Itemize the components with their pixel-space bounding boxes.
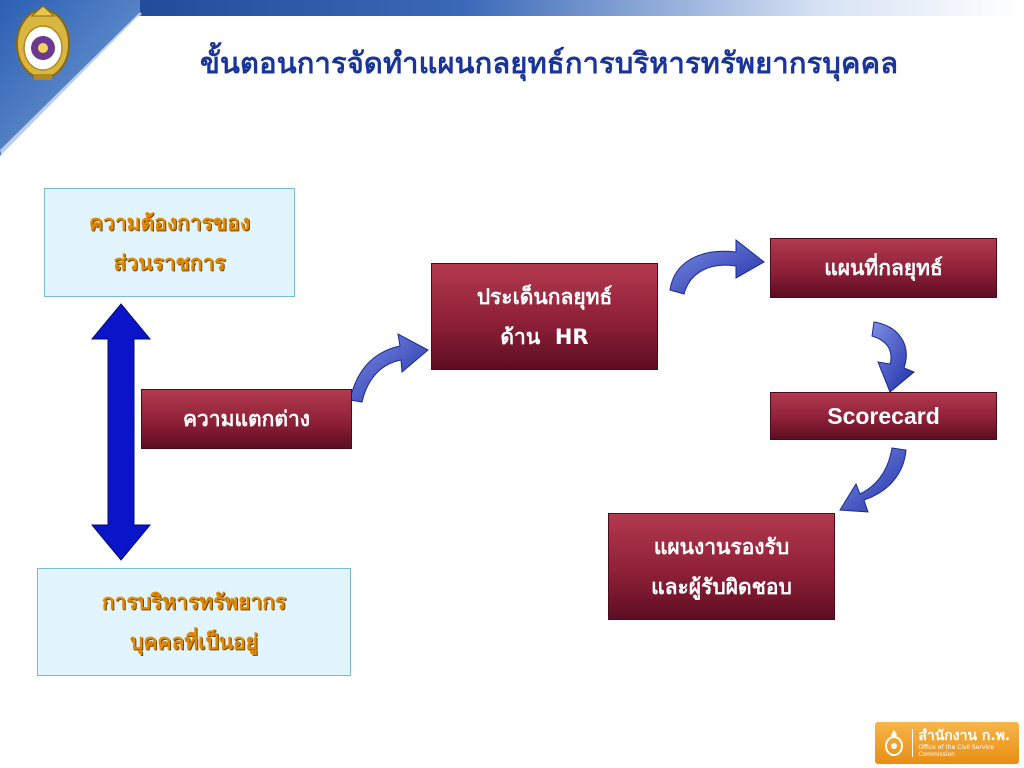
node-agency-needs-line-2: ส่วนราชการ <box>113 250 226 275</box>
footer-org-name: สำนักงาน ก.พ. <box>918 728 1011 744</box>
node-agency-needs-line-1: ความต้องการของ <box>89 210 250 235</box>
node-action-plan: แผนงานรองรับ และผู้รับผิดชอบ <box>608 513 835 620</box>
node-gap-label: ความแตกต่าง <box>182 407 311 431</box>
ocsc-emblem-icon <box>881 728 907 758</box>
footer-logo: สำนักงาน ก.พ. Office of the Civil Servic… <box>875 722 1019 764</box>
node-current-hrm: การบริหารทรัพยากร บุคคลที่เป็นอยู่ <box>37 568 351 676</box>
node-hr-issues-line-2: ด้าน HR <box>500 324 589 349</box>
node-gap: ความแตกต่าง <box>141 389 352 449</box>
footer-separator <box>912 729 914 757</box>
page-title: ขั้นตอนการจัดทำแผนกลยุทธ์การบริหารทรัพยา… <box>200 46 899 80</box>
curved-arrow-1 <box>349 333 429 403</box>
node-agency-needs: ความต้องการของ ส่วนราชการ <box>44 188 295 297</box>
footer-org-subtitle: Office of the Civil Service Commission <box>918 744 995 758</box>
node-action-plan-line-1: แผนงานรองรับ <box>653 534 790 559</box>
node-current-hrm-line-2: บุคคลที่เป็นอยู่ <box>130 630 258 654</box>
header-band <box>0 0 1024 16</box>
curved-arrow-3 <box>871 321 915 393</box>
curved-arrow-4 <box>839 447 907 513</box>
double-arrow <box>90 303 152 561</box>
node-hr-issues: ประเด็นกลยุทธ์ ด้าน HR <box>431 263 658 370</box>
node-current-hrm-line-1: การบริหารทรัพยากร <box>101 590 287 614</box>
node-action-plan-line-2: และผู้รับผิดชอบ <box>651 574 792 599</box>
node-hr-issues-line-1: ประเด็นกลยุทธ์ <box>476 284 613 309</box>
curved-arrow-2 <box>669 238 765 295</box>
emblem-logo <box>16 5 70 80</box>
node-scorecard: Scorecard <box>770 392 997 440</box>
node-strategy-map-label: แผนที่กลยุทธ์ <box>824 256 943 280</box>
node-scorecard-label: Scorecard <box>827 403 940 429</box>
node-strategy-map: แผนที่กลยุทธ์ <box>770 238 997 298</box>
